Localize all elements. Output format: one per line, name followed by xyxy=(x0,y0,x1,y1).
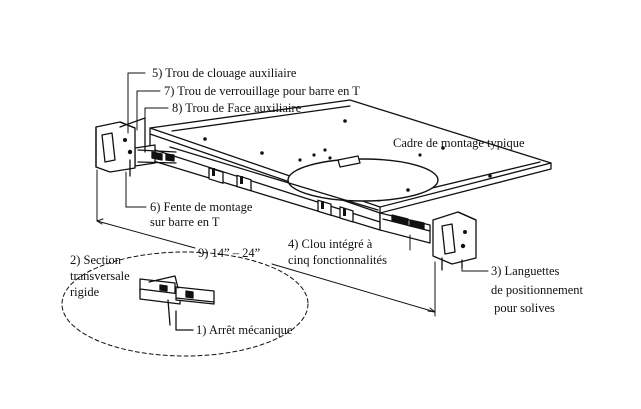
circular-opening xyxy=(287,158,439,202)
right-tbar xyxy=(379,212,431,244)
left-end-bracket xyxy=(95,117,146,177)
label-joist-tabs-line1: 3) Languettes xyxy=(491,264,560,278)
left-tbar xyxy=(134,144,177,167)
label-mechanical-stop: 1) Arrêt mécanique xyxy=(196,323,293,337)
label-tbar-slot-line1: 6) Fente de montage xyxy=(150,200,253,214)
label-aux-face-hole: 8) Trou de Face auxiliaire xyxy=(172,101,302,115)
label-tbar-slot-line2: sur barre en T xyxy=(150,215,220,229)
inset-rail-detail xyxy=(139,275,215,331)
detail-inset-ellipse xyxy=(61,251,309,357)
center-clip xyxy=(337,155,361,168)
left-slot-marks xyxy=(212,168,346,216)
right-end-bracket xyxy=(432,211,477,271)
label-typical-frame: Cadre de montage typique xyxy=(393,136,525,150)
label-joist-tabs-line3: pour solives xyxy=(491,301,555,315)
label-tbar-lock-hole: 7) Trou de verrouillage pour barre en T xyxy=(164,84,360,98)
label-cross-section-line2: transversale xyxy=(70,269,130,283)
label-integrated-nail-line1: 4) Clou intégré à xyxy=(288,237,373,251)
label-dimension: 9) 14” – 24” xyxy=(198,246,260,260)
label-joist-tabs-line2: de positionnement xyxy=(491,283,584,297)
dimension-line xyxy=(96,169,436,317)
label-cross-section-line1: 2) Section xyxy=(70,253,122,267)
label-integrated-nail-line2: cinq fonctionnalités xyxy=(288,253,387,267)
label-cross-section-line3: rigide xyxy=(70,285,100,299)
callout-leaders xyxy=(125,72,489,272)
label-aux-nail-hole: 5) Trou de clouage auxiliaire xyxy=(152,66,297,80)
frame-holes xyxy=(203,119,492,192)
